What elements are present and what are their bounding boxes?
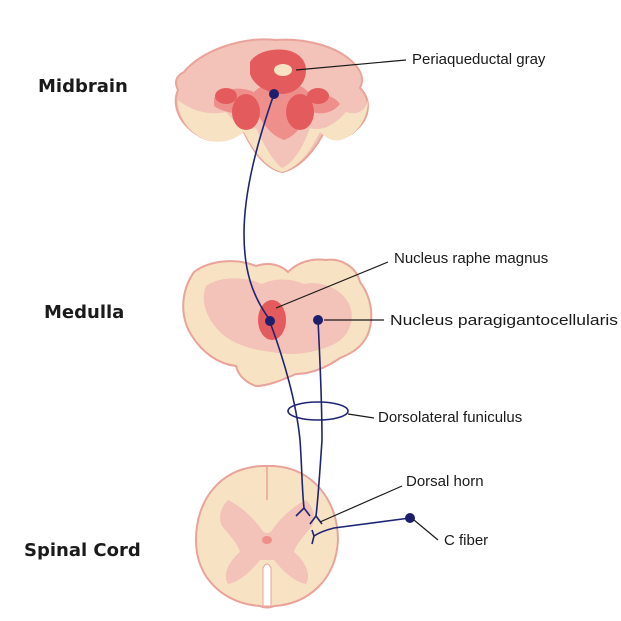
dorsolateral-funiculus-label: Dorsolateral funiculus	[378, 409, 522, 426]
midbrain-left-lobe	[232, 94, 260, 130]
dorsal-horn-label: Dorsal horn	[406, 473, 484, 490]
nucleus-raphe-magnus-label: Nucleus raphe magnus	[394, 250, 548, 267]
dorsolateral-funiculus-leader	[348, 414, 374, 418]
ventral-median-fissure	[263, 564, 271, 606]
npg-neuron	[313, 315, 323, 325]
midbrain-left-nucleus	[215, 88, 237, 104]
nrm-neuron	[265, 316, 275, 326]
dorsolateral-funiculus-ring	[288, 402, 348, 420]
midbrain-label: Midbrain	[38, 76, 128, 97]
dorsal-horn-leader	[320, 486, 402, 522]
nucleus-paragigantocellularis-label: Nucleus paragigantocellularis	[390, 312, 618, 329]
pag-neuron	[269, 89, 279, 99]
midbrain-section	[176, 39, 368, 172]
spinal-cord-section	[196, 466, 338, 608]
spinal-cord-label: Spinal Cord	[24, 540, 141, 561]
central-canal	[262, 536, 272, 544]
periaqueductal-gray-label: Periaqueductal gray	[412, 51, 546, 68]
cerebral-aqueduct	[274, 64, 292, 76]
c-fiber-leader	[414, 520, 438, 540]
c-fiber-label: C fiber	[444, 532, 488, 549]
c-fiber-neuron	[405, 513, 415, 523]
medulla-label: Medulla	[44, 302, 124, 323]
medulla-section	[183, 260, 371, 387]
midbrain-right-lobe	[286, 94, 314, 130]
